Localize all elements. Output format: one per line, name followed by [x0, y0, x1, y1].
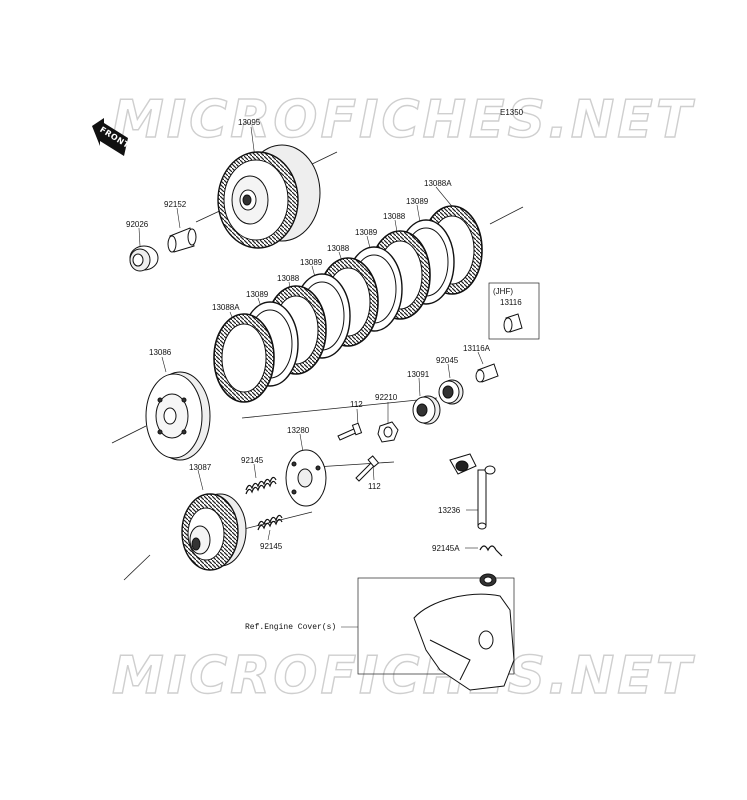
part-label-112-lower[interactable]: 112 — [368, 482, 381, 491]
part-label-13089-d[interactable]: 13089 — [246, 290, 269, 299]
part-label-13095[interactable]: 13095 — [238, 118, 261, 127]
bearing-13091 — [412, 395, 441, 425]
engine-cover — [413, 593, 515, 691]
clutch-housing — [217, 144, 321, 249]
part-label-92045[interactable]: 92045 — [436, 356, 459, 365]
front-arrow-icon — [92, 118, 128, 156]
washer-92026 — [129, 245, 159, 272]
bearing-92045 — [438, 379, 464, 405]
diagram-code: E1350 — [500, 108, 524, 117]
bolt-112-upper — [337, 422, 363, 441]
part-label-92026[interactable]: 92026 — [126, 220, 149, 229]
collar-92152 — [167, 227, 197, 253]
part-label-13088-a[interactable]: 13088 — [383, 212, 406, 221]
jhf-box — [488, 282, 540, 340]
part-label-13116[interactable]: 13116 — [500, 298, 522, 307]
part-label-13088-b[interactable]: 13088 — [327, 244, 350, 253]
part-label-13089-b[interactable]: 13089 — [355, 228, 378, 237]
spring-92145A — [479, 545, 503, 557]
part-label-13116A[interactable]: 13116A — [463, 344, 490, 353]
part-label-13087[interactable]: 13087 — [189, 463, 212, 472]
part-label-13086[interactable]: 13086 — [149, 348, 172, 357]
part-label-jhf: (JHF) — [493, 287, 513, 296]
ref-engine-cover-label[interactable]: Ref.Engine Cover(s) — [245, 623, 337, 632]
part-label-13236[interactable]: 13236 — [438, 506, 461, 515]
part-label-92145-upper[interactable]: 92145 — [241, 456, 264, 465]
oil-seal — [479, 573, 497, 587]
pressure-plate-13086 — [145, 371, 211, 461]
spring-92145-upper — [245, 476, 277, 495]
part-label-112-upper[interactable]: 112 — [350, 400, 363, 409]
part-label-13088A-bottom[interactable]: 13088A — [212, 303, 240, 312]
piece-13116A — [475, 363, 499, 383]
part-label-13091[interactable]: 13091 — [407, 370, 430, 379]
nut-92210 — [377, 421, 399, 443]
part-label-92210[interactable]: 92210 — [375, 393, 398, 402]
watermark-bottom: MICROFICHES.NET — [111, 646, 695, 706]
part-label-13088A-top[interactable]: 13088A — [424, 179, 452, 188]
bolt-112-lower — [355, 455, 380, 482]
watermark-top: MICROFICHES.NET — [111, 90, 695, 150]
spring-plate-13280 — [285, 449, 327, 507]
piece-13116 — [503, 313, 523, 333]
release-shaft-13236 — [449, 453, 496, 530]
part-label-13089-a[interactable]: 13089 — [406, 197, 429, 206]
ref-cover-box — [357, 577, 515, 675]
part-label-13089-c[interactable]: 13089 — [300, 258, 323, 267]
part-label-13088-c[interactable]: 13088 — [277, 274, 300, 283]
part-label-13280[interactable]: 13280 — [287, 426, 310, 435]
part-label-92145A[interactable]: 92145A — [432, 544, 460, 553]
spring-92145-lower — [257, 514, 283, 531]
clutch-hub-13087 — [181, 493, 247, 571]
part-label-92152[interactable]: 92152 — [164, 200, 187, 209]
part-label-92145-lower[interactable]: 92145 — [260, 542, 283, 551]
friction-plate-13088A-bottom — [213, 313, 275, 403]
